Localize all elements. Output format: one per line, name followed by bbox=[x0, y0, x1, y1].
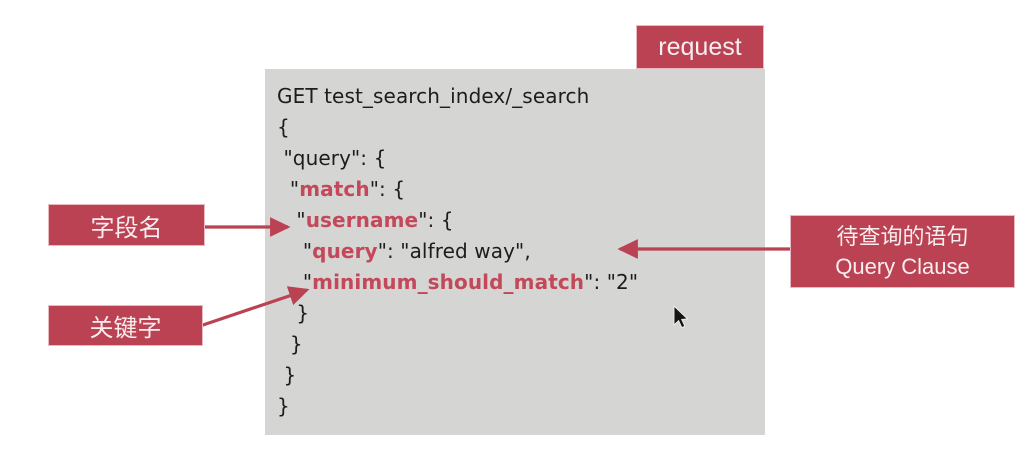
code-token: GET test_search_index/_search bbox=[277, 84, 590, 108]
code-indent bbox=[277, 301, 296, 325]
code-keyword: query bbox=[312, 239, 378, 263]
query-clause-badge-label-cn: 待查询的语句 bbox=[836, 223, 969, 249]
request-code-panel: GET test_search_index/_search{ "query": … bbox=[265, 69, 765, 435]
keyword-badge-label: 关键字 bbox=[89, 315, 162, 342]
code-indent bbox=[277, 332, 290, 356]
code-indent bbox=[277, 239, 303, 263]
query-clause-badge-label-en: Query Clause bbox=[835, 253, 970, 279]
code-line: GET test_search_index/_search bbox=[277, 81, 638, 112]
code-token: " bbox=[302, 239, 313, 263]
code-line: "username": { bbox=[277, 205, 638, 236]
code-token: } bbox=[296, 301, 310, 325]
code-token: } bbox=[283, 363, 297, 387]
query-clause-badge: 待查询的语句 Query Clause bbox=[790, 215, 1015, 288]
code-token: " bbox=[302, 270, 313, 294]
code-token: ": "alfred way", bbox=[377, 239, 531, 263]
code-line: } bbox=[277, 298, 638, 329]
code-line: } bbox=[277, 329, 638, 360]
code-token: } bbox=[289, 332, 303, 356]
field-name-badge-label: 字段名 bbox=[90, 214, 163, 242]
code-line: "query": { bbox=[277, 143, 638, 174]
code-indent bbox=[277, 208, 296, 232]
code-indent bbox=[277, 177, 290, 201]
code-line: "match": { bbox=[277, 174, 638, 205]
code-keyword: username bbox=[305, 208, 419, 232]
code-line: } bbox=[277, 360, 638, 391]
code-token: } bbox=[277, 394, 290, 418]
code-token: { bbox=[277, 115, 290, 139]
code-line: "query": "alfred way", bbox=[277, 236, 638, 267]
keyword-badge: 关键字 bbox=[48, 305, 203, 346]
code-line: { bbox=[277, 112, 638, 143]
request-code-text: GET test_search_index/_search{ "query": … bbox=[277, 81, 638, 422]
code-token: " bbox=[296, 208, 306, 232]
code-line: } bbox=[277, 391, 638, 422]
code-line: "minimum_should_match": "2" bbox=[277, 267, 638, 298]
code-token: "query": { bbox=[283, 146, 387, 170]
request-badge: request bbox=[636, 25, 764, 69]
code-indent bbox=[277, 270, 303, 294]
code-keyword: minimum_should_match bbox=[312, 270, 585, 294]
field-name-badge: 字段名 bbox=[48, 204, 205, 246]
code-token: ": { bbox=[369, 177, 406, 201]
request-badge-label: request bbox=[658, 32, 742, 61]
code-token: " bbox=[289, 177, 300, 201]
mouse-cursor-icon bbox=[673, 305, 689, 329]
code-token: ": { bbox=[418, 208, 454, 232]
code-token: ": "2" bbox=[584, 270, 639, 294]
code-keyword: match bbox=[299, 177, 370, 201]
